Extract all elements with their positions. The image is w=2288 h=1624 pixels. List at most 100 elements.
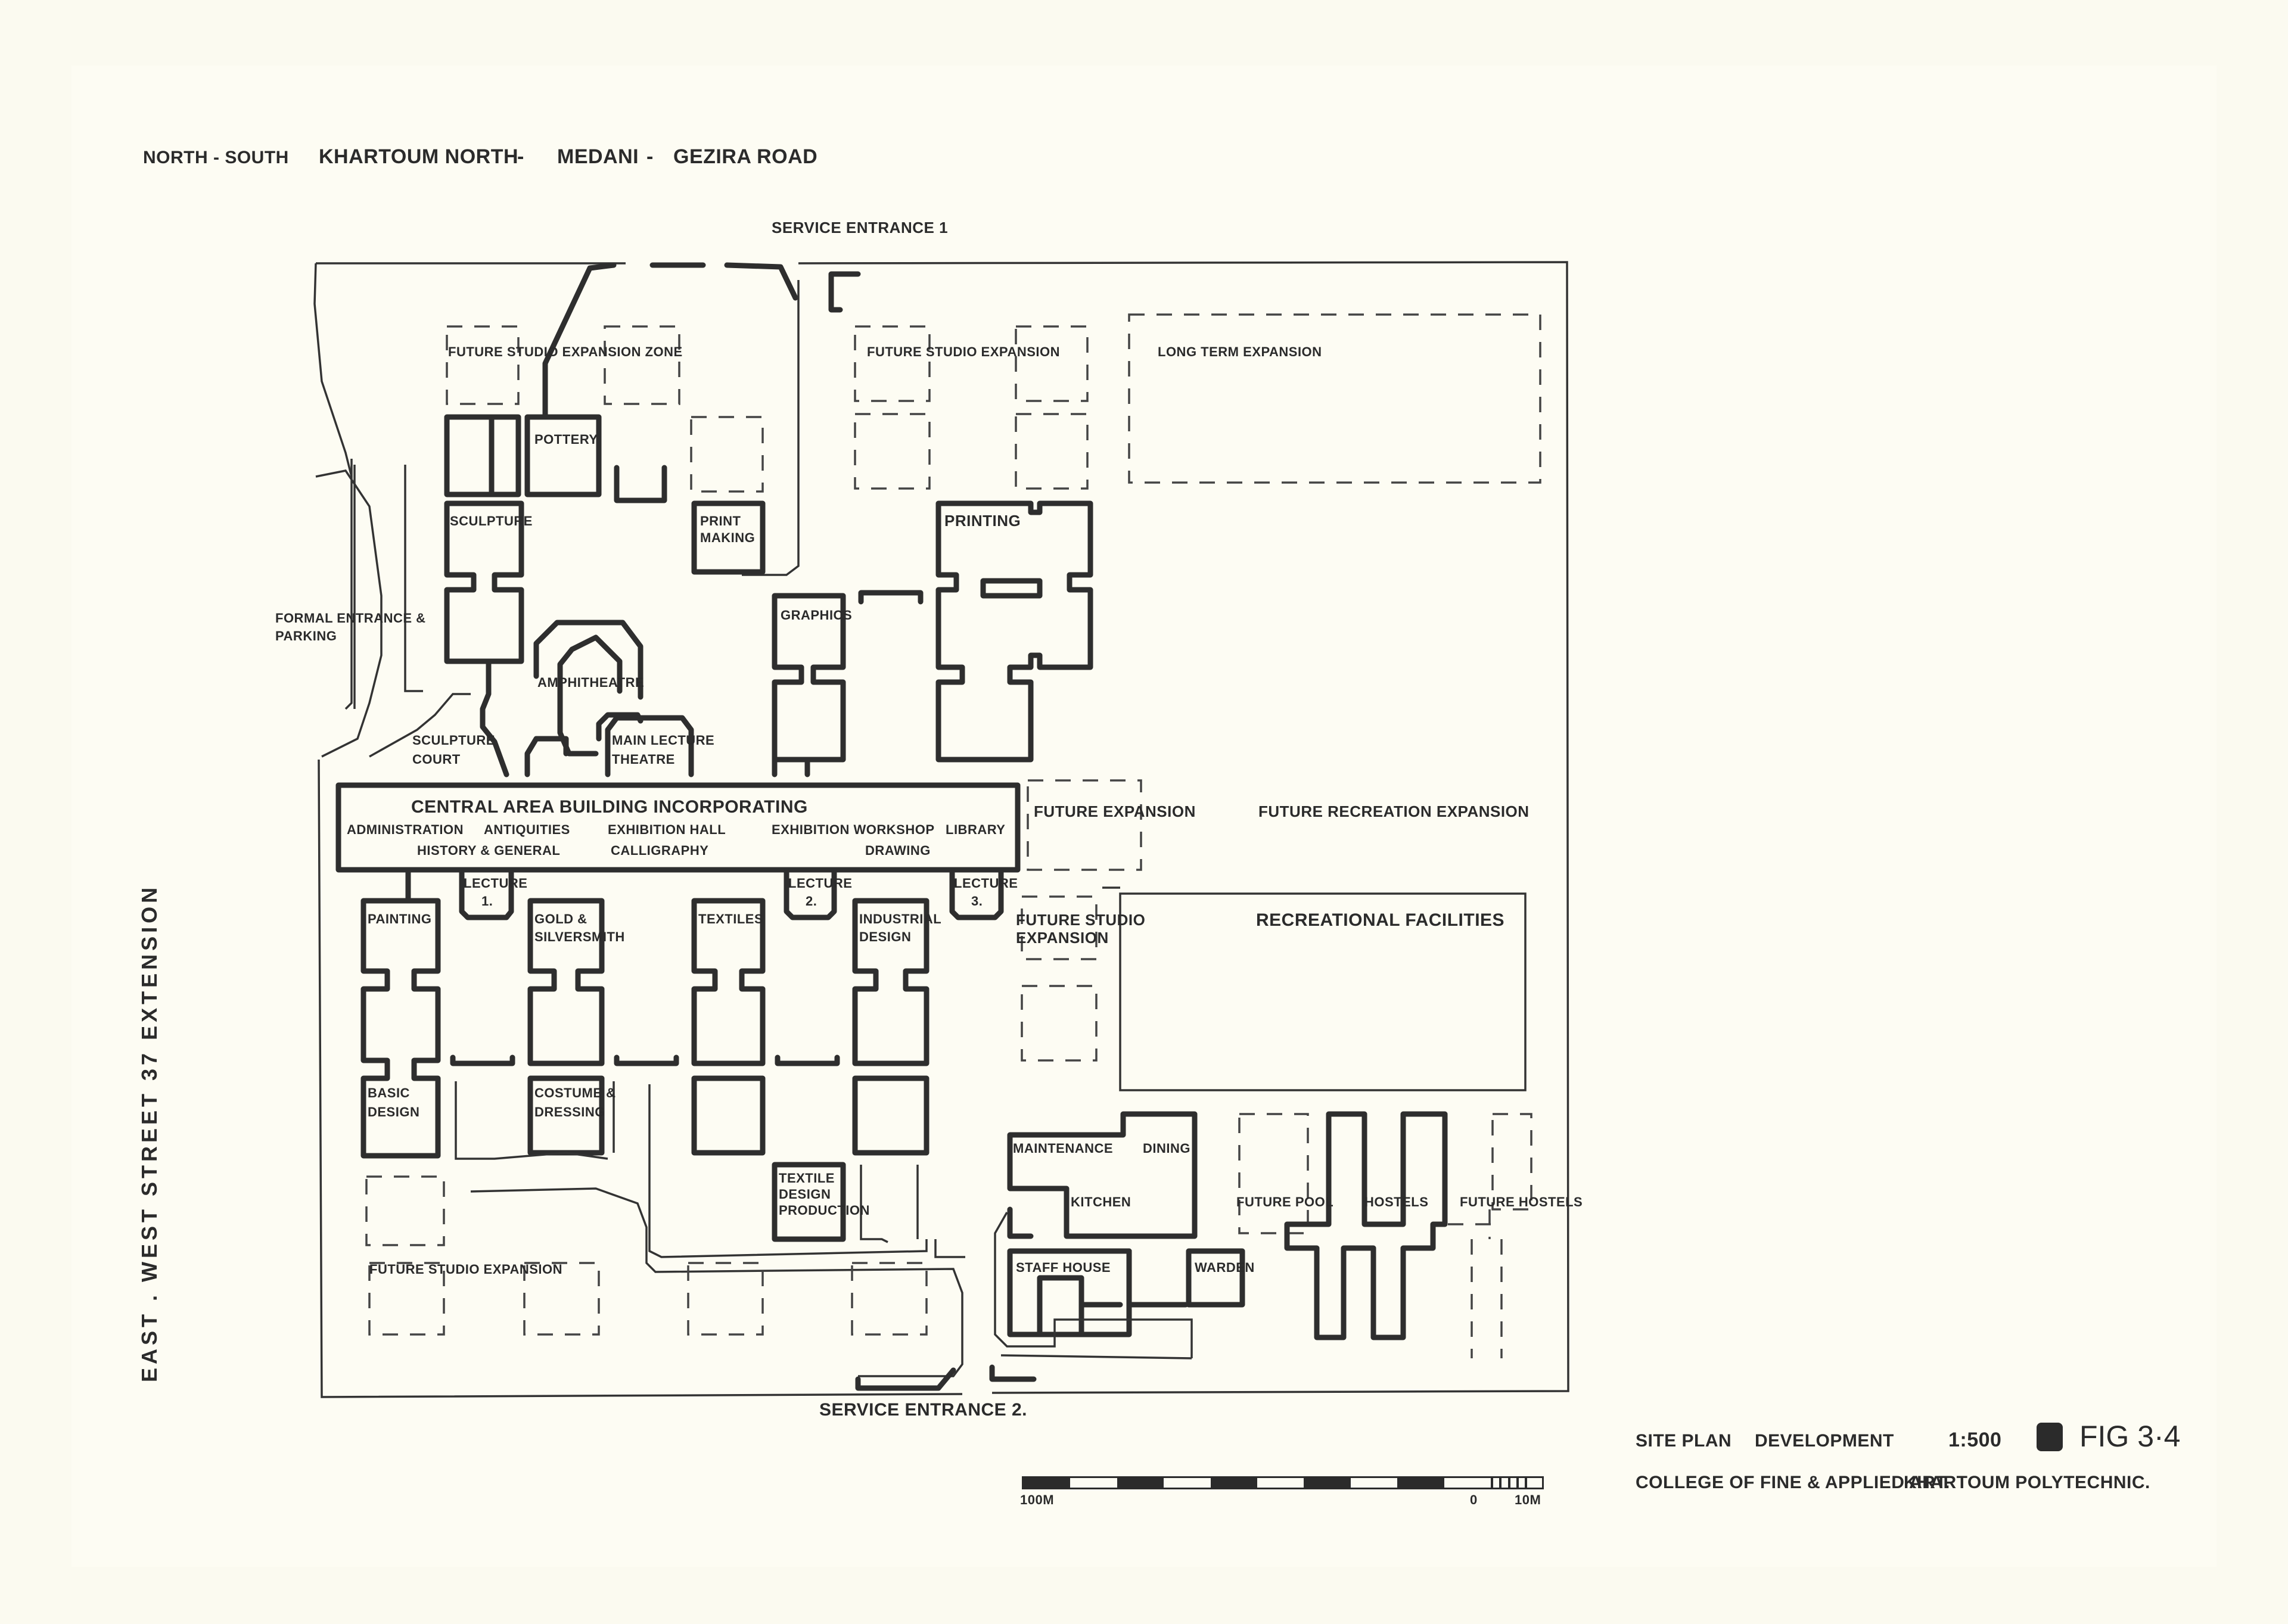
central-area-building-title: Central Area Building Incorporating: [411, 797, 808, 817]
future-studio-expansion-top-label: Future Studio Expansion: [867, 344, 1061, 359]
scale-segment-light: [1164, 1478, 1210, 1488]
parking-outline: [353, 465, 423, 709]
warden-label: Warden: [1195, 1260, 1255, 1275]
building-link: [614, 465, 667, 503]
industrial-design-label-1: Industrial: [859, 911, 942, 926]
scale-segment-dark: [1024, 1478, 1071, 1488]
title-development: Development: [1755, 1431, 1894, 1451]
building-gold-costume: [527, 898, 605, 1066]
print-making-label-1: Print: [700, 514, 741, 528]
site-boundary: [313, 261, 1569, 1398]
building-printing: [935, 500, 1093, 763]
future-hostels-tail: [1448, 1209, 1503, 1358]
future-pool-label: Future Pool: [1236, 1194, 1334, 1209]
staff-house-inner: [1037, 1248, 1189, 1337]
building-industrial-south: [852, 1075, 930, 1156]
service-road-1: [542, 262, 798, 420]
amphitheatre-label: Amphitheatre: [537, 675, 645, 690]
graphics-label: Graphics: [781, 608, 853, 623]
future-studio-mid-1: [1021, 895, 1098, 960]
title-college: College Of Fine & Applied Art.: [1636, 1473, 1950, 1492]
figure-marker-icon: [2037, 1423, 2063, 1451]
central-drawing-label: Drawing: [865, 843, 931, 858]
long-term-expansion-label: Long Term Expansion: [1158, 344, 1322, 359]
lecture-3-number: 3.: [971, 894, 983, 909]
scale-segment-light: [1070, 1478, 1117, 1488]
service-entrance-1-label: Service Entrance 1: [772, 219, 949, 237]
printing-courtyard-block: [980, 578, 1043, 599]
industrial-design-label-2: Design: [859, 929, 912, 944]
figure-number: FIG 3·4: [2079, 1420, 2181, 1453]
drawing-sheet: [72, 66, 2216, 1567]
pottery-label: Pottery: [534, 432, 598, 447]
future-studio-bottom-3: [523, 1262, 600, 1336]
scale-bar: [1022, 1476, 1544, 1489]
printing-label: Printing: [944, 512, 1021, 530]
future-studio-box-4: [854, 325, 931, 402]
parking-label: Parking: [275, 629, 337, 643]
long-term-expansion-box: [1128, 313, 1541, 484]
lecture-pod-1: [459, 868, 514, 920]
main-lecture-theatre-label-1: Main Lecture: [612, 733, 715, 748]
paths-south: [455, 1081, 965, 1377]
future-hostels-box: [1491, 1113, 1532, 1211]
recreational-facilities-label: Recreational Facilities: [1256, 910, 1505, 930]
walkway-graphics: [858, 590, 924, 605]
building-hostels: [1284, 1111, 1448, 1340]
walkway-sculpture-court: [480, 658, 569, 777]
future-studio-bottom-1: [365, 1175, 445, 1246]
scale-segment-dark: [1304, 1478, 1351, 1488]
building-small-west: [444, 414, 521, 497]
scale-segment-dark: [1210, 1478, 1258, 1488]
building-warden: [1186, 1248, 1245, 1308]
walkway-stub-3: [775, 1054, 840, 1066]
road-north-south-label: North - South: [143, 148, 289, 167]
building-main-lecture-theatre: [605, 715, 694, 777]
textiles-label: Textiles: [698, 911, 764, 926]
road-gezira-label: Gezira Road: [673, 145, 818, 168]
amphitheatre-link: [596, 712, 644, 742]
future-studio-box-3: [690, 416, 764, 493]
central-exhibition-hall-label: Exhibition Hall: [608, 822, 726, 837]
central-administration-label: Administration: [347, 822, 464, 837]
scale-segment-dark: [1117, 1478, 1164, 1488]
formal-entrance-road: [315, 459, 471, 758]
lecture-1-number: 1.: [481, 894, 493, 909]
scale-segment-light: [1257, 1478, 1304, 1488]
future-studio-mid-2: [1021, 985, 1098, 1062]
building-industrial-design: [852, 898, 930, 1066]
dining-label: Dining: [1143, 1141, 1190, 1156]
building-textiles: [691, 898, 766, 1066]
future-studio-zone-box-1: [446, 325, 520, 405]
future-studio-expansion-mid-label-1: Future Studio: [1016, 911, 1146, 929]
building-painting-basic: [360, 898, 441, 1159]
road-separator: -: [517, 145, 524, 168]
textile-design-production-label-2: Design: [779, 1187, 831, 1202]
east-paths: [994, 1212, 1193, 1359]
future-recreation-expansion-label: Future Recreation Expansion: [1258, 802, 1530, 820]
scale-label-10m: 10m: [1515, 1492, 1541, 1507]
title-scale-ratio: 1:500: [1948, 1429, 2002, 1451]
future-pool-box: [1238, 1113, 1309, 1234]
hostels-label: Hostels: [1364, 1194, 1429, 1209]
building-textile-design-production: [772, 1162, 846, 1242]
recreational-facilities-box: [1119, 892, 1527, 1091]
future-hostels-label: Future Hostels: [1460, 1194, 1583, 1209]
walkway-stub-2: [614, 1054, 679, 1066]
road-separator: -: [646, 145, 654, 168]
future-studio-bottom-4: [687, 1262, 764, 1336]
building-textiles-south: [691, 1075, 766, 1156]
central-antiquities-label: Antiquities: [484, 822, 570, 837]
scale-segment-light: [1444, 1478, 1491, 1488]
maintenance-label: Maintenance: [1013, 1141, 1114, 1156]
scale-fine-divisions: [1491, 1478, 1542, 1488]
building-graphics: [772, 593, 846, 763]
future-studio-zone-box-2: [604, 325, 680, 405]
gatehouse: [828, 271, 861, 313]
service-gate-2: [855, 1367, 956, 1391]
gold-silversmith-label-2: Silversmith: [534, 929, 625, 944]
central-history-general-label: History & General: [417, 843, 561, 858]
scale-segment-light: [1351, 1478, 1397, 1488]
textile-design-production-label-3: Production: [779, 1203, 870, 1218]
